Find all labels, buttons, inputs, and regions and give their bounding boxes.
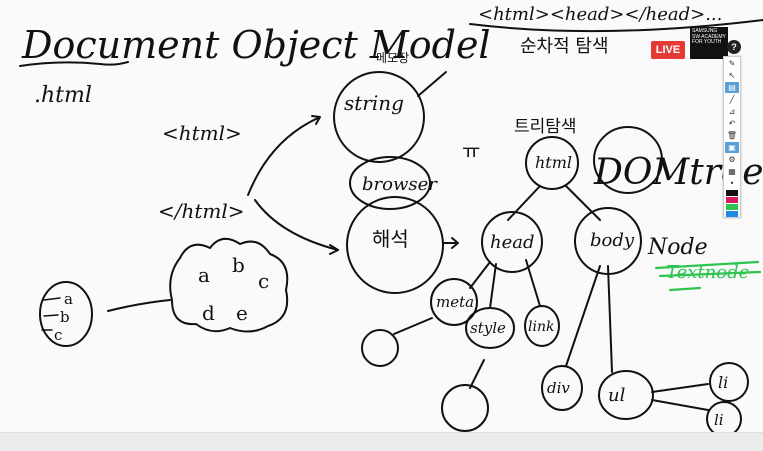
whiteboard-canvas[interactable]: Document Object Model .html <html><head>… — [0, 0, 763, 432]
browser-circle — [349, 156, 431, 210]
drawing-layer: Document Object Model .html <html><head>… — [19, 4, 763, 432]
pen-tool-icon[interactable]: ✎ — [728, 59, 736, 68]
dom-circle — [593, 126, 663, 194]
color-swatch-3[interactable] — [726, 211, 738, 217]
pointer-tool-icon[interactable]: ↖ — [728, 71, 736, 80]
ruler-tool-icon[interactable]: ⊿ — [728, 107, 736, 116]
parse-circle — [346, 196, 444, 294]
live-badge: LIVE — [651, 41, 685, 59]
set-connector — [107, 299, 171, 312]
string-circle — [333, 71, 425, 163]
tee-mark: ㅠ — [462, 139, 480, 163]
node-ul — [598, 370, 654, 420]
html-code-note: <html><head></head>... — [478, 4, 722, 25]
node-style-label: style — [470, 319, 506, 337]
set-letter-c: c — [258, 269, 269, 293]
node-html — [525, 136, 579, 190]
edge-meta-leaf — [393, 317, 433, 335]
clipboard-tool-icon[interactable]: ▦ — [728, 167, 736, 176]
close-html-tag: </html> — [158, 199, 245, 223]
small-c: c — [54, 326, 62, 344]
small-set-oval — [39, 281, 93, 347]
node-li-2 — [706, 401, 742, 432]
html-file-label: .html — [34, 83, 92, 108]
string-label: string — [344, 91, 404, 115]
node-head-label: head — [490, 232, 535, 253]
node-div — [541, 365, 583, 411]
drawing-toolbar: ✎ ↖ ▤ ╱ ⊿ ↶ 🗑 ▣ ⚙ ▦ • — [723, 56, 741, 218]
node-li-2-label: li — [714, 411, 724, 429]
settings-tool-icon[interactable]: ⚙ — [728, 155, 736, 164]
color-swatch-0[interactable] — [726, 190, 738, 196]
memo-label: 메모장 — [376, 51, 409, 65]
edge-head-style — [489, 263, 497, 309]
node-style — [465, 307, 515, 349]
arrow-to-string — [247, 117, 319, 196]
edge-body-ul — [607, 265, 613, 373]
edge-html-head — [507, 185, 541, 221]
arrowhead-parse — [329, 244, 339, 255]
small-b: b — [60, 308, 70, 326]
set-letter-a: a — [198, 263, 210, 287]
tree-traverse-label: 트리탐색 — [514, 117, 577, 137]
color-swatch-1[interactable] — [726, 197, 738, 203]
node-meta-label: meta — [436, 293, 474, 311]
set-letter-e: e — [236, 301, 248, 325]
set-cloud — [169, 237, 289, 333]
edge-head-meta — [469, 261, 491, 289]
node-body-label: body — [590, 230, 635, 251]
edge-html-body — [565, 185, 601, 221]
set-letter-b: b — [232, 253, 245, 277]
screen-tool-icon[interactable]: ▣ — [725, 142, 739, 153]
code-underline — [469, 19, 763, 33]
node-meta — [430, 278, 478, 326]
parse-label: 해석 — [372, 227, 409, 251]
highlighter-tool-icon[interactable]: ▤ — [725, 82, 739, 93]
sequential-search-note: 순차적 탐색 — [520, 36, 609, 57]
color-swatch-2[interactable] — [726, 204, 738, 210]
edge-ul-li2 — [651, 399, 709, 411]
set-letter-d: d — [202, 301, 215, 325]
node-link-label: link — [528, 319, 554, 335]
bottom-bar — [0, 432, 763, 451]
node-li-1 — [709, 362, 749, 402]
node-li-1-label: li — [718, 373, 728, 392]
title-text: Document Object Model — [21, 23, 491, 67]
textnode-strike — [654, 260, 762, 292]
help-icon[interactable]: ? — [727, 40, 741, 54]
node-html-label: html — [535, 153, 572, 172]
node-ul-label: ul — [608, 385, 626, 406]
title-underline — [19, 61, 129, 67]
arrowhead-string — [311, 115, 321, 125]
edge-body-div — [565, 265, 601, 367]
small-set-brackets — [41, 297, 61, 331]
node-link — [524, 305, 560, 347]
arrow-to-parse — [254, 199, 339, 251]
trash-tool-icon[interactable]: 🗑 — [726, 131, 738, 140]
string-arrow — [417, 71, 447, 97]
node-div-label: div — [547, 379, 570, 397]
undo-tool-icon[interactable]: ↶ — [728, 119, 736, 128]
edge-style-leaf — [469, 359, 485, 389]
node-body — [574, 207, 642, 275]
node-meta-leaf — [361, 329, 399, 367]
edge-ul-li1 — [651, 383, 709, 393]
dot-tool-icon[interactable]: • — [729, 179, 735, 188]
small-a: a — [64, 290, 73, 308]
node-label: Node — [647, 235, 708, 260]
line-tool-icon[interactable]: ╱ — [729, 95, 735, 104]
samsung-academy-logo: SAMSUNG SW ACADEMY FOR YOUTH — [690, 27, 728, 59]
parse-arrowhead — [451, 237, 459, 249]
browser-label: browser — [362, 174, 438, 195]
open-html-tag: <html> — [162, 121, 242, 145]
node-head — [481, 211, 543, 273]
node-style-leaf — [441, 384, 489, 432]
